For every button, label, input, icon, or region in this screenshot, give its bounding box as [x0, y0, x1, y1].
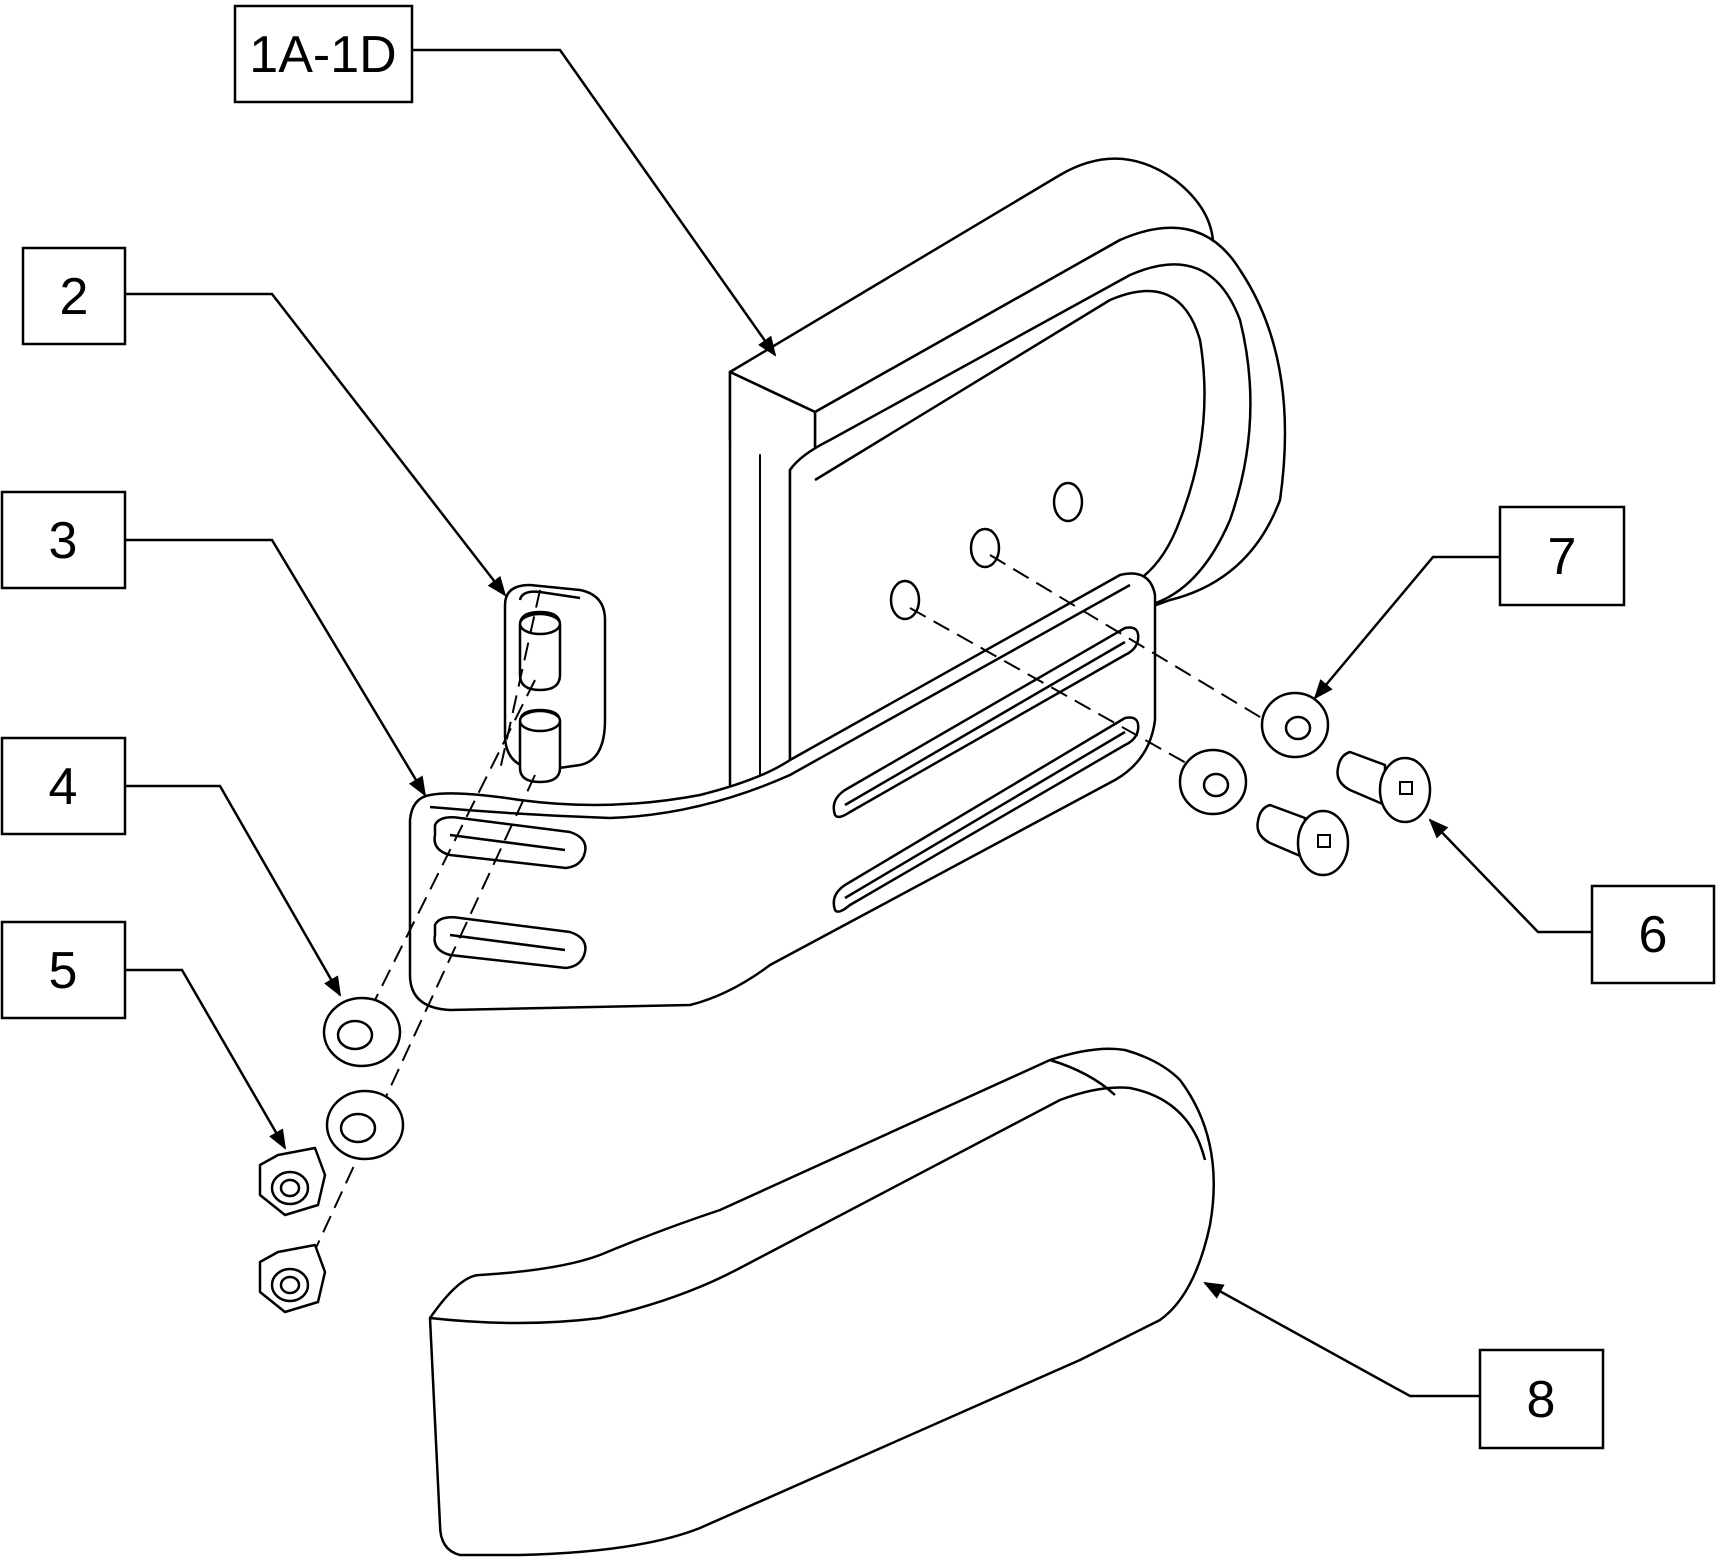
callout-3-label: 3: [49, 512, 78, 570]
calf-pad-cushion-part: [428, 1047, 1215, 1557]
mounting-bracket-part: [408, 572, 1157, 1012]
callout-5-label: 5: [49, 942, 78, 1000]
callout-7-label: 7: [1548, 528, 1577, 586]
callout-4-label: 4: [49, 758, 78, 816]
callout-1a-1d-label: 1A-1D: [249, 26, 396, 84]
callout-2: 2: [21, 246, 507, 597]
callout-3: 3: [0, 490, 427, 797]
assembly-lines-left: [314, 589, 541, 1251]
callout-8-label: 8: [1527, 1371, 1556, 1429]
callout-6-label: 6: [1639, 906, 1668, 964]
washer-part-right: [1178, 691, 1330, 816]
callout-5: 5: [0, 920, 287, 1150]
assembly-lines-right: [909, 554, 1296, 783]
callout-1a-1d: 1A-1D: [233, 4, 777, 357]
callout-2-label: 2: [60, 268, 89, 326]
callout-8: 8: [1203, 1281, 1605, 1450]
lock-nut-part: [258, 1146, 327, 1314]
callout-7: 7: [1313, 505, 1626, 700]
callout-4: 4: [0, 736, 342, 997]
callout-6: 6: [1428, 818, 1716, 985]
washer-part-left: [322, 996, 405, 1161]
button-head-screw-part: [1256, 750, 1432, 877]
calf-pad-frame-part: [728, 157, 1287, 807]
